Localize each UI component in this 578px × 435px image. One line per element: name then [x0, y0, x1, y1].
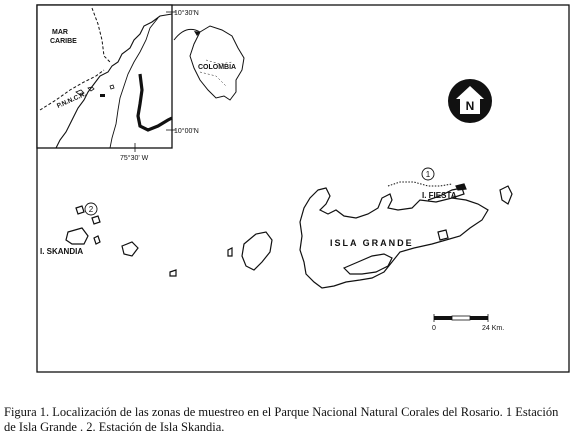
skandia-islet	[91, 215, 101, 225]
skandia-islet	[93, 235, 101, 245]
colombia-dept-line	[199, 59, 233, 87]
isla-grande-label: ISLA GRANDE	[330, 238, 414, 248]
isla-skandia-outline	[65, 227, 89, 245]
map-frame	[36, 4, 570, 373]
inset-canal	[136, 73, 173, 132]
station-1-marker: 1	[421, 167, 435, 181]
isla-fiesta-shape	[455, 183, 467, 191]
island-east-small	[437, 229, 449, 241]
inset-lat-bottom: 10°00'N	[174, 127, 199, 135]
scale-end: 24 Km.	[482, 325, 504, 332]
island-mid	[241, 231, 273, 271]
inset-coast-inner	[109, 17, 159, 149]
station-2-number: 2	[89, 205, 94, 214]
colombia-outline	[189, 25, 245, 101]
inset-coastline	[55, 13, 173, 149]
inset-island	[100, 94, 105, 97]
inset-lat-top: 10°30'N	[174, 9, 199, 17]
isla-fiesta-label: I. FIESTA	[422, 191, 457, 200]
isla-grande-lagoon	[342, 253, 393, 275]
island-mid-small	[227, 247, 233, 257]
north-arrow-icon: N	[448, 79, 492, 123]
locator-arrow	[173, 28, 201, 41]
islands	[65, 183, 513, 289]
colombia-locator: COLOMBIA	[173, 25, 245, 101]
station-2-marker: 2	[84, 202, 98, 216]
isla-grande-outline	[299, 187, 489, 289]
colombia-label: COLOMBIA	[198, 64, 236, 71]
locator-arrowhead	[194, 31, 200, 36]
isla-skandia-label: I. SKANDIA	[40, 247, 83, 256]
scale-start: 0	[432, 325, 436, 332]
caption-line-2: de Isla Grande . 2. Estación de Isla Ska…	[4, 420, 225, 434]
island-west-small	[75, 205, 85, 215]
inset-island	[75, 89, 85, 96]
figure-caption: Figura 1. Localización de las zonas de m…	[4, 405, 576, 435]
caption-line-1: Figura 1. Localización de las zonas de m…	[4, 405, 559, 419]
inset-dashed-park-limit	[39, 69, 105, 111]
inset-sea-label: MAR	[52, 29, 68, 36]
inset-sea-label: CARIBE	[50, 38, 77, 45]
reef-dotted-line	[387, 181, 453, 187]
island-west	[121, 241, 139, 257]
inset-map: MAR CARIBE P.N.N.C.R. 10°30'N 10°00'N 75…	[36, 4, 199, 162]
north-letter: N	[466, 99, 475, 113]
inset-dashed-boundary	[91, 7, 111, 63]
inset-lon-label: 75°30' W	[120, 154, 149, 162]
inset-island	[87, 86, 95, 92]
island-mid-dot	[169, 269, 177, 277]
inset-island	[109, 84, 115, 90]
scale-bar: 0 24 Km.	[432, 314, 504, 332]
island-east	[499, 185, 513, 205]
station-1-number: 1	[426, 170, 431, 179]
